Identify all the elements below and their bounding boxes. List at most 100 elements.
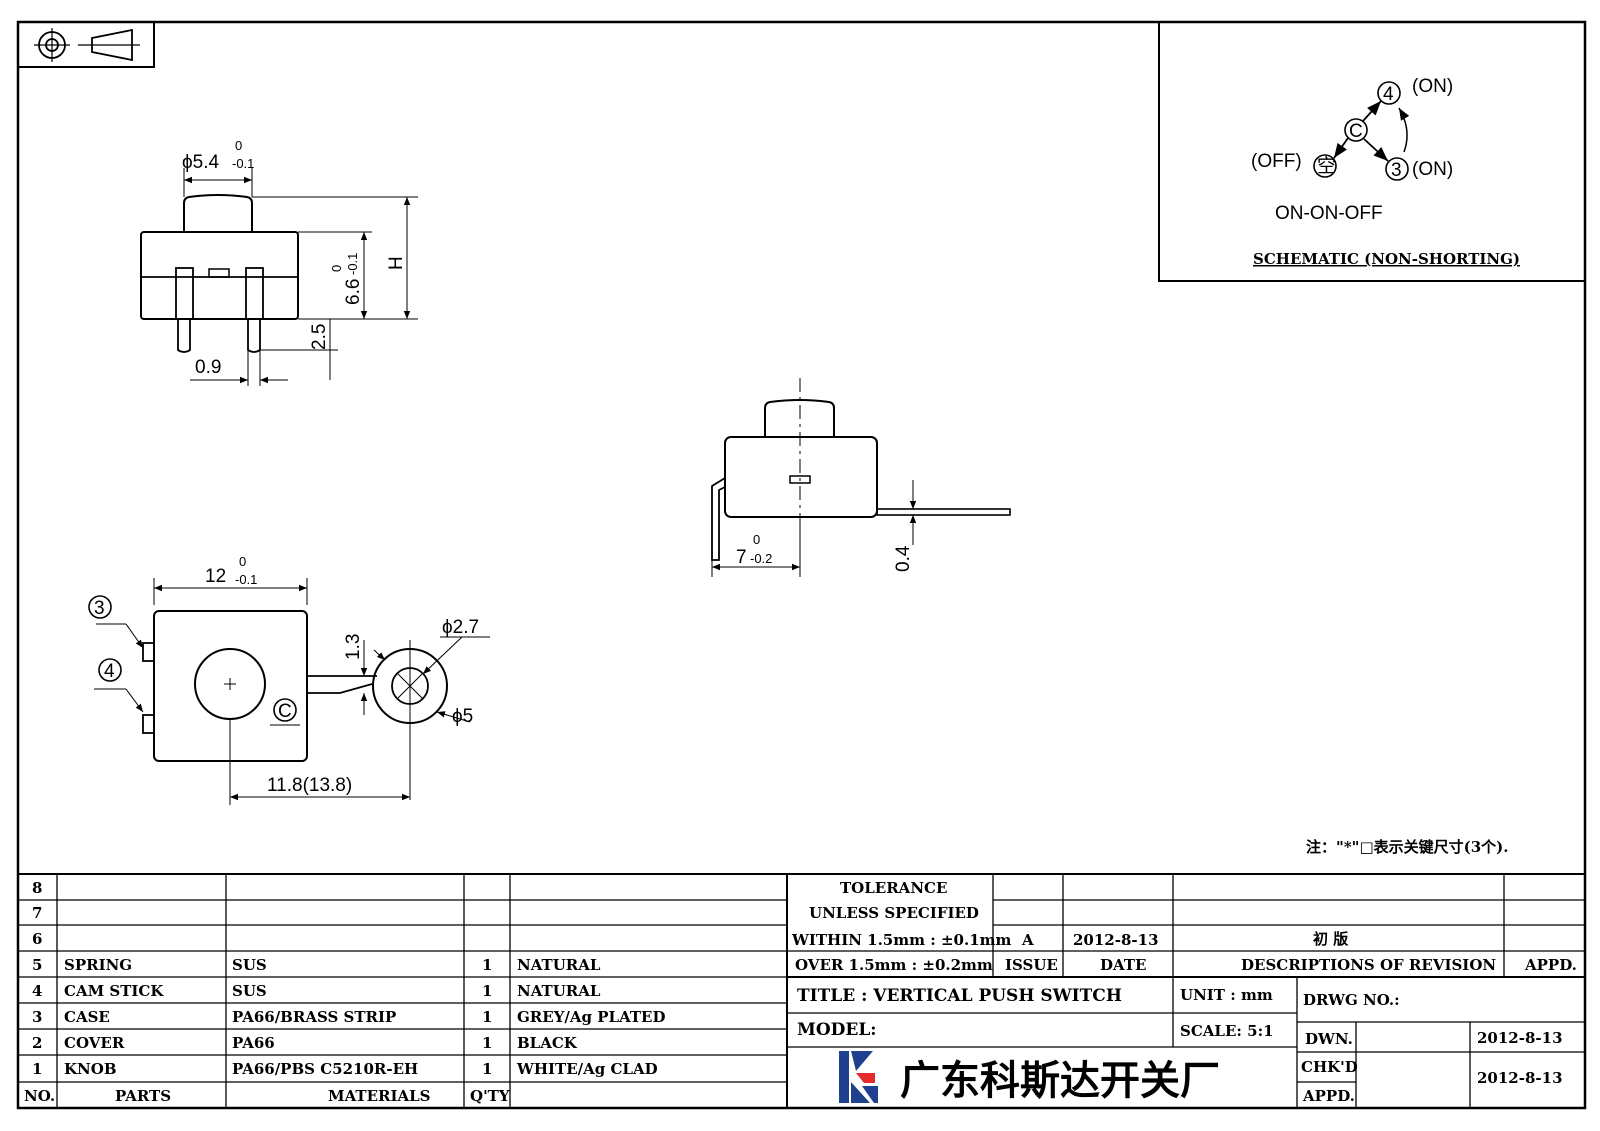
row-no: 3 [32, 1008, 42, 1026]
dim-ring-diameter: ϕ5 [452, 706, 473, 727]
row-no: 1 [32, 1060, 42, 1078]
schematic-terminal-c: C [1349, 121, 1363, 142]
checked-label: CHK'D [1301, 1058, 1358, 1076]
dim-body-height-upper: 0 [329, 265, 344, 272]
row-part: SPRING [64, 956, 132, 974]
schematic-label-on-top: (ON) [1412, 76, 1453, 97]
schematic-label-on-bottom: (ON) [1412, 159, 1453, 180]
dim-depth-upper: 0 [753, 532, 760, 547]
dim-body-height-lower: -0.1 [345, 253, 360, 275]
drawing-border [16, 20, 1587, 1110]
row-qty: 1 [482, 1008, 492, 1026]
row-qty: 1 [482, 956, 492, 974]
row-part: KNOB [64, 1060, 117, 1078]
row-qty: 1 [482, 1034, 492, 1052]
row-finish: NATURAL [517, 982, 601, 1000]
revision-issue: A [1021, 931, 1034, 949]
dim-knob-diameter-lower: -0.1 [232, 156, 254, 171]
schematic-label-off: (OFF) [1251, 151, 1302, 172]
top-terminal-c: C [278, 701, 292, 722]
dim-pin-length: 2.5 [309, 324, 330, 350]
row-material: PA66 [232, 1034, 275, 1052]
row-finish: GREY/Ag PLATED [517, 1008, 666, 1026]
tolerance-line-2: UNLESS SPECIFIED [809, 904, 979, 922]
drawn-date: 2012-8-13 [1477, 1029, 1563, 1047]
header-description: DESCRIPTIONS OF REVISION [1241, 956, 1496, 974]
row-material: SUS [232, 982, 267, 1000]
drawn-label: DWN. [1305, 1030, 1353, 1048]
dim-span: 11.8(13.8) [267, 775, 352, 796]
row-material: SUS [232, 956, 267, 974]
dim-knob-diameter: ϕ5.4 [182, 152, 219, 173]
schematic-caption: SCHEMATIC (NON-SHORTING) [1253, 250, 1520, 268]
dim-hole-diameter: ϕ2.7 [442, 617, 479, 638]
drawing-title: TITLE : VERTICAL PUSH SWITCH [797, 986, 1122, 1006]
title-block-grid [18, 873, 1585, 1108]
revision-block: A 2012-8-13 初 版 ISSUE DATE DESCRIPTIONS … [1005, 930, 1577, 974]
header-qty: Q'TY [470, 1087, 510, 1105]
schematic-sequence: ON-ON-OFF [1275, 203, 1383, 224]
dim-total-height: H [386, 256, 407, 270]
checked-date: 2012-8-13 [1477, 1069, 1563, 1087]
dim-depth: 7 [736, 547, 747, 568]
row-finish: NATURAL [517, 956, 601, 974]
top-terminal-4: 4 [104, 661, 115, 682]
dim-knob-diameter-upper: 0 [235, 138, 242, 153]
scale-label: SCALE: 5:1 [1180, 1022, 1274, 1040]
approved-label: APPD. [1302, 1087, 1355, 1105]
tolerance-block: TOLERANCE UNLESS SPECIFIED WITHIN 1.5mm … [791, 879, 1012, 974]
tolerance-line-3: WITHIN 1.5mm : ±0.1mm [791, 931, 1012, 949]
header-issue: ISSUE [1005, 956, 1058, 974]
row-no: 6 [32, 930, 42, 948]
row-no: 7 [32, 904, 42, 922]
row-no: 4 [32, 982, 42, 1000]
row-qty: 1 [482, 1060, 492, 1078]
front-view: ϕ5.4 0 -0.1 6.6 0 -0.1 H 2.5 0.9 [140, 138, 418, 386]
projection-symbol-icon [17, 21, 155, 68]
header-no: NO. [24, 1087, 55, 1105]
dim-width-lower: -0.1 [235, 572, 257, 587]
unit-label: UNIT : mm [1180, 986, 1273, 1004]
tolerance-line-1: TOLERANCE [840, 879, 947, 897]
row-qty: 1 [482, 982, 492, 1000]
row-part: CASE [64, 1008, 110, 1026]
schematic-terminal-3: 3 [1391, 160, 1402, 181]
header-parts: PARTS [115, 1087, 171, 1105]
row-material: PA66/PBS C5210R-EH [232, 1060, 418, 1078]
schematic-panel: 4 (ON) C 3 (ON) 空 (OFF) ON-ON-OFF SCHEMA… [1158, 21, 1586, 282]
revision-date: 2012-8-13 [1073, 931, 1159, 949]
header-date: DATE [1100, 956, 1146, 974]
row-finish: WHITE/Ag CLAD [516, 1060, 658, 1078]
header-materials: MATERIALS [328, 1087, 431, 1105]
dim-width: 12 [205, 566, 226, 587]
tolerance-line-4: OVER 1.5mm : ±0.2mm [795, 956, 993, 974]
side-view: 7 0 -0.2 0.4 [711, 378, 1011, 577]
dim-pin-width: 0.9 [195, 357, 221, 378]
revision-description: 初 版 [1313, 930, 1348, 948]
title-block: TITLE : VERTICAL PUSH SWITCH UNIT : mm D… [797, 986, 1563, 1105]
dim-strip-width: 1.3 [343, 634, 364, 660]
top-view: 12 0 -0.1 1.3 ϕ2.7 ϕ5 11.8(13.8) 3 4 C [88, 554, 490, 805]
header-appd: APPD. [1524, 956, 1577, 974]
dim-body-height: 6.6 [343, 279, 364, 305]
company-name: 广东科斯达开关厂 [900, 1058, 1220, 1104]
schematic-terminal-4: 4 [1383, 84, 1394, 105]
row-no: 8 [32, 879, 42, 897]
key-dimension-note: 注："*"□表示关键尺寸(3个). [1306, 838, 1509, 856]
dim-depth-lower: -0.2 [750, 551, 772, 566]
company-logo-icon [839, 1051, 878, 1103]
schematic-terminal-empty: 空 [1317, 155, 1336, 177]
row-material: PA66/BRASS STRIP [232, 1008, 396, 1026]
row-part: COVER [64, 1034, 125, 1052]
parts-table: 8 7 6 5 4 3 2 1 SPRING CAM STICK CASE CO… [24, 879, 666, 1105]
model-label: MODEL: [797, 1020, 877, 1040]
drawing-number-label: DRWG NO.: [1303, 991, 1400, 1009]
dim-strip-thickness: 0.4 [893, 545, 914, 572]
row-no: 5 [32, 956, 42, 974]
dim-width-upper: 0 [239, 554, 246, 569]
row-finish: BLACK [517, 1034, 578, 1052]
row-part: CAM STICK [64, 982, 164, 1000]
row-no: 2 [32, 1034, 42, 1052]
top-terminal-3: 3 [94, 598, 105, 619]
